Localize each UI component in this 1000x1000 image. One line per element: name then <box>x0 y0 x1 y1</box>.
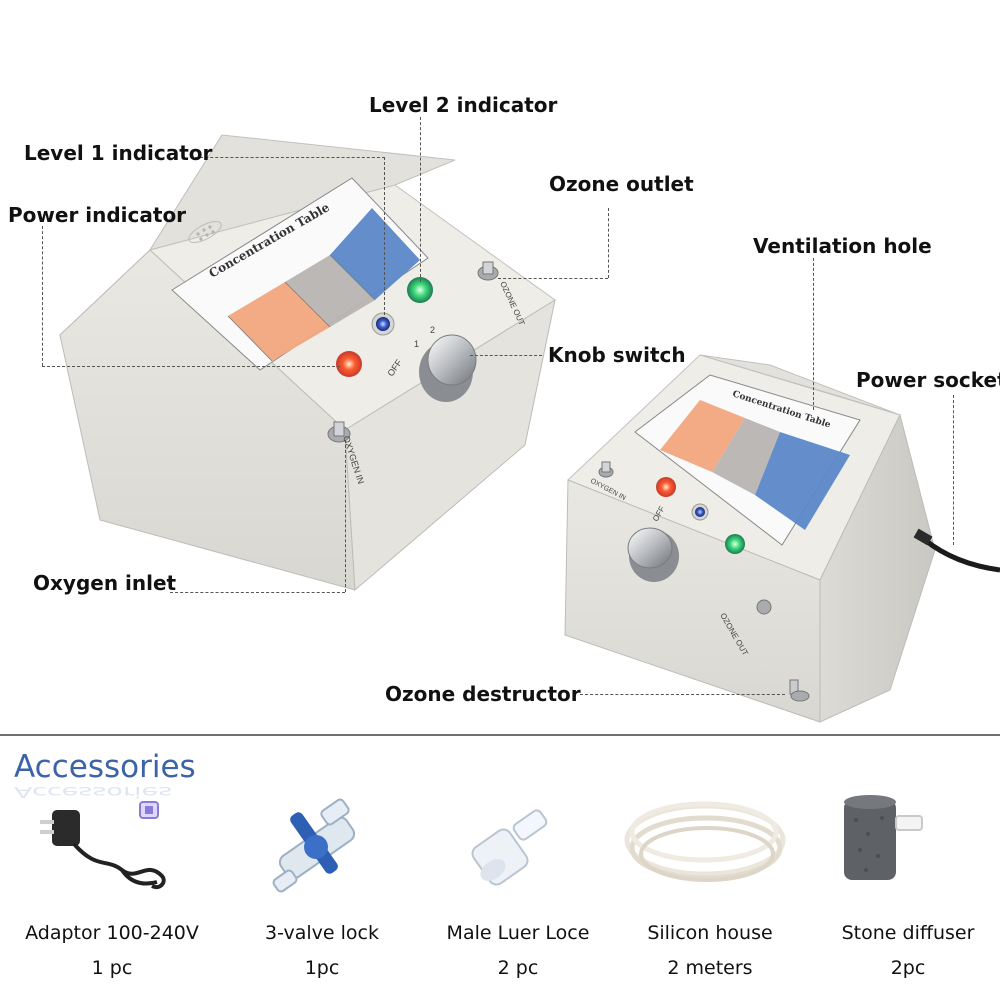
concentration-table-sheet-left: Concentration Table <box>171 177 429 371</box>
level1-leader-line-v <box>384 157 385 315</box>
accessory-silicon-tube: Silicon house 2 meters <box>610 790 810 990</box>
accessory-male-luer: Male Luer Loce 2 pc <box>418 790 618 990</box>
level1-indicator-led <box>376 317 390 331</box>
power-socket-leader-line <box>953 395 954 545</box>
knob-pos2-label: 2 <box>430 325 435 335</box>
power-indicator-label: Power indicator <box>8 203 187 227</box>
secondary-device: Concentration Table OFF OXYGEN IN OZONE … <box>564 354 1000 723</box>
knob-pos1-label: 1 <box>414 339 419 349</box>
knob-switch[interactable] <box>419 334 477 402</box>
level1-indicator-label: Level 1 indicator <box>24 141 213 165</box>
oxygen-leader-line-h <box>170 592 345 593</box>
accessory-adaptor: Adaptor 100-240V 1 pc <box>12 790 212 990</box>
ventilation-leader-line <box>813 258 814 410</box>
power-adapter-icon <box>40 801 166 889</box>
level2-indicator-led-right <box>725 534 745 554</box>
ozone-destructor-nozzle[interactable] <box>789 679 810 702</box>
power-cable <box>923 538 1000 573</box>
power-indicator-led <box>336 351 362 377</box>
knob-switch-right[interactable] <box>627 527 679 582</box>
ozone-outlet-leader-line-h <box>498 278 608 279</box>
oxygen-inlet-nozzle-right[interactable] <box>598 461 614 478</box>
oxygen-leader-line-v <box>345 440 346 592</box>
knob-leader-line <box>470 355 542 356</box>
accessory-qty: 1 pc <box>91 957 133 979</box>
stone-diffuser-icon <box>844 795 923 880</box>
section-divider <box>0 734 1000 736</box>
level1-leader-line-h <box>195 157 385 158</box>
accessory-qty: 2 pc <box>497 957 539 979</box>
oxygen-inlet-label: Oxygen inlet <box>33 571 177 595</box>
ventilation-hole-label: Ventilation hole <box>753 234 932 258</box>
level2-leader-line <box>420 117 421 282</box>
knob-switch-label: Knob switch <box>548 343 686 367</box>
accessory-name: Adaptor 100-240V <box>25 922 199 944</box>
accessory-qty: 2pc <box>890 957 926 979</box>
accessory-3-valve-lock: 3-valve lock 1pc <box>222 790 422 990</box>
accessories-title: Accessories <box>14 749 196 785</box>
accessory-name: Silicon house <box>647 922 773 944</box>
power-socket-plug[interactable] <box>913 528 933 546</box>
three-way-valve-icon <box>272 798 356 893</box>
luer-connector-icon <box>471 809 548 886</box>
ozone-outlet-nozzle-right[interactable] <box>756 599 772 615</box>
device-illustration: Concentration Table OFF 1 2 OXYGEN IN <box>59 134 1000 723</box>
power-leader-line-v <box>42 226 43 366</box>
accessory-qty: 1pc <box>304 957 340 979</box>
level1-indicator-led-right <box>695 507 705 517</box>
silicone-tube-icon <box>624 801 786 882</box>
ozone-outlet-nozzle[interactable] <box>477 261 499 281</box>
ozone-outlet-label: Ozone outlet <box>549 172 694 196</box>
accessory-qty: 2 meters <box>667 957 753 979</box>
oxygen-inlet-nozzle[interactable] <box>327 421 351 443</box>
vent-grille-left <box>188 221 222 243</box>
ozone-destructor-label: Ozone destructor <box>385 682 581 706</box>
accessory-name: 3-valve lock <box>265 922 379 944</box>
concentration-table-sheet-right: Concentration Table <box>634 374 861 546</box>
power-indicator-led-right <box>656 477 676 497</box>
power-socket-label: Power socket <box>856 368 1000 392</box>
level2-indicator-label: Level 2 indicator <box>369 93 558 117</box>
level2-indicator-led <box>407 277 433 303</box>
accessory-stone-diffuser: Stone diffuser 2pc <box>808 790 1000 990</box>
destructor-leader-line <box>580 694 785 695</box>
accessory-name: Stone diffuser <box>841 922 975 944</box>
main-device: Concentration Table OFF 1 2 OXYGEN IN <box>59 134 556 592</box>
accessory-name: Male Luer Loce <box>446 922 590 944</box>
ozone-outlet-leader-line-v <box>608 208 609 278</box>
power-leader-line-h <box>42 366 340 367</box>
